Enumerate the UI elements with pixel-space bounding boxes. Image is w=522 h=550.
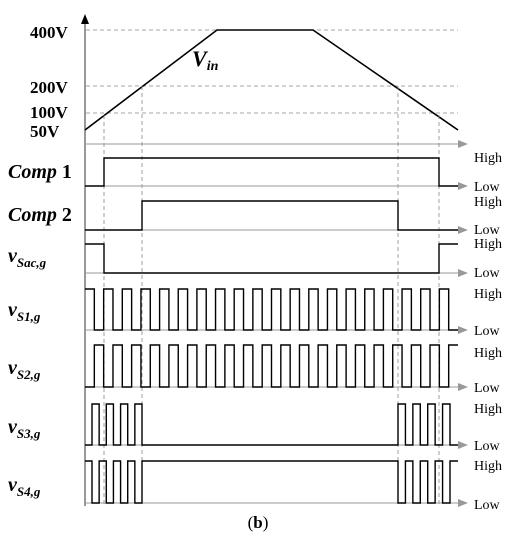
signal-label-vs3: vS3,g xyxy=(8,416,41,441)
level-high-comp2: High xyxy=(474,195,502,210)
time-axis-arrow-icon xyxy=(458,140,468,148)
signal-label-vsac: vSac,g xyxy=(8,245,47,270)
signal-label-vs2: vS2,g xyxy=(8,357,41,382)
tick-400v: 400V xyxy=(30,23,69,42)
waveform-vs2 xyxy=(85,344,458,388)
baseline-arrow-icon xyxy=(458,499,468,507)
tick-50v: 50V xyxy=(30,122,60,141)
baseline-arrow-icon xyxy=(458,383,468,391)
level-low-vsac: Low xyxy=(474,266,501,281)
level-high-vs2: High xyxy=(474,346,502,361)
level-high-vs1: High xyxy=(474,287,502,302)
tick-200v: 200V xyxy=(30,78,69,97)
level-low-vs2: Low xyxy=(474,381,501,396)
waveform-comp1 xyxy=(85,157,458,187)
level-high-vs3: High xyxy=(474,402,502,417)
signal-label-comp1: Comp 1 xyxy=(8,161,72,183)
level-high-comp1: High xyxy=(474,151,502,166)
level-low-comp1: Low xyxy=(474,180,501,195)
waveform-vs4 xyxy=(85,460,458,504)
y-axis-arrow-icon xyxy=(81,14,89,24)
waveform-comp2 xyxy=(85,200,458,231)
signal-label-vs1: vS1,g xyxy=(8,299,41,324)
level-high-vs4: High xyxy=(474,459,502,474)
waveform-vsac xyxy=(85,243,458,274)
signal-label-comp2: Comp 2 xyxy=(8,204,72,226)
figure-caption: (b) xyxy=(248,513,269,532)
level-low-vs4: Low xyxy=(474,498,501,513)
baseline-arrow-icon xyxy=(458,326,468,334)
waveform-vs3 xyxy=(85,403,458,446)
level-high-vsac: High xyxy=(474,237,502,252)
waveform-vs1 xyxy=(85,288,458,331)
level-low-vs1: Low xyxy=(474,324,501,339)
level-low-comp2: Low xyxy=(474,223,501,238)
baseline-arrow-icon xyxy=(458,441,468,449)
vin-curve xyxy=(84,29,459,131)
tick-100v: 100V xyxy=(30,103,69,122)
level-low-vs3: Low xyxy=(474,439,501,454)
baseline-arrow-icon xyxy=(458,182,468,190)
baseline-arrow-icon xyxy=(458,269,468,277)
baseline-arrow-icon xyxy=(458,226,468,234)
vin-label: Vin xyxy=(192,46,219,74)
signal-label-vs4: vS4,g xyxy=(8,474,41,499)
